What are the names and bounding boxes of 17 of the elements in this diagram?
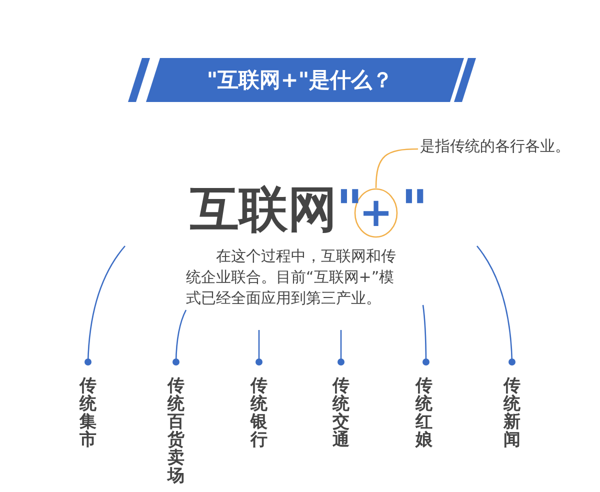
category-label: 传统新闻 bbox=[502, 362, 522, 449]
category-label: 传统交通 bbox=[331, 362, 351, 449]
quote-mark: " bbox=[401, 180, 428, 240]
connector-line bbox=[84, 246, 126, 366]
category-label: 传统银行 bbox=[249, 362, 269, 449]
category-label: 传统集市 bbox=[78, 362, 98, 449]
connector-line bbox=[338, 330, 344, 366]
leader-line bbox=[375, 148, 418, 188]
connector-line bbox=[476, 246, 516, 366]
category-label: 传统百货卖场 bbox=[166, 362, 186, 485]
connector-line bbox=[172, 310, 187, 366]
connector-line bbox=[256, 330, 262, 366]
category-label: 传统红娘 bbox=[414, 362, 434, 449]
note-text: 是指传统的各行各业。 bbox=[420, 137, 570, 156]
description-text: 在这个过程中，互联网和传统企业联合。目前“互联网+”模式已经全面应用到第三产业。 bbox=[186, 246, 406, 309]
connector-line bbox=[422, 304, 430, 366]
heading-text: 互联网 bbox=[190, 180, 337, 240]
